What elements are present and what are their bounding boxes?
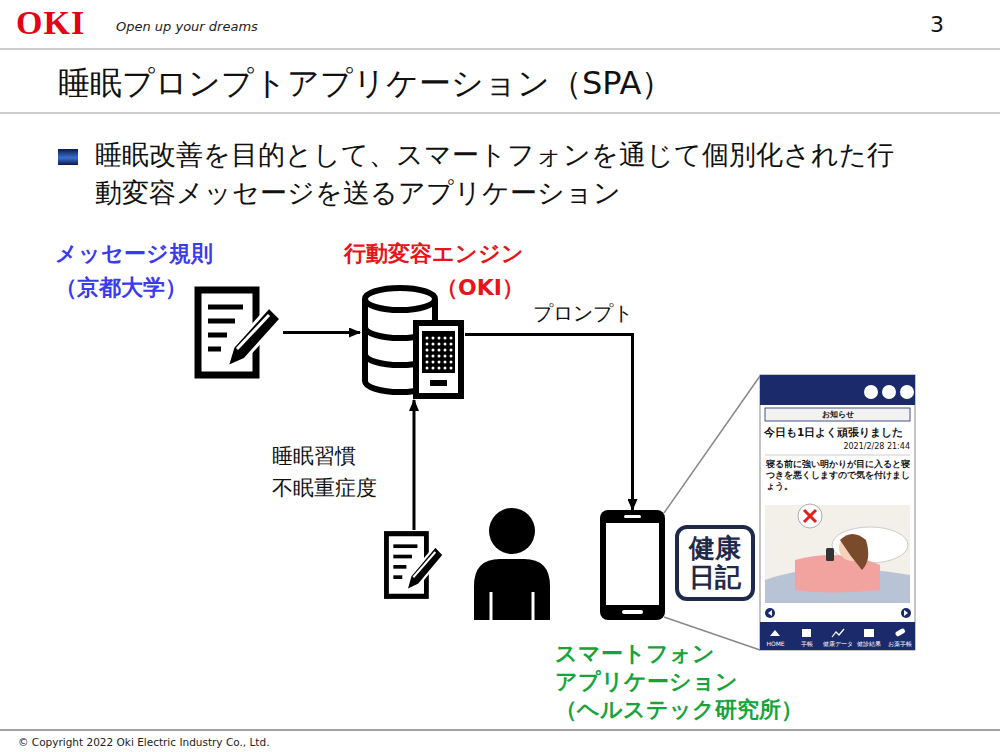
connector-arrow xyxy=(413,400,416,530)
screen-header: お知らせ xyxy=(765,409,910,420)
person-icon xyxy=(474,508,550,620)
slide-title: 睡眠プロンプトアプリケーション（SPA） xyxy=(58,62,673,106)
connector-label: 睡眠習慣 不眠重症度 xyxy=(272,440,392,504)
footer-rule xyxy=(0,730,1000,731)
connector-arrow xyxy=(465,334,633,510)
page-number: 3 xyxy=(930,12,944,37)
zoom-leader-line xyxy=(664,376,760,513)
server-database-icon xyxy=(360,285,465,400)
header-rule xyxy=(0,49,1000,50)
slogan: Open up your dreams xyxy=(116,19,258,34)
connector-arrow xyxy=(283,331,360,334)
behavior-change-engine: 行動変容エンジン （OKI） xyxy=(360,285,465,400)
node-label: 行動変容エンジン （OKI） xyxy=(324,237,524,305)
bullet-square xyxy=(58,149,78,165)
document-icon xyxy=(193,285,283,380)
logo-text: OKI xyxy=(16,4,85,42)
nav-label: 健康データ xyxy=(822,640,853,649)
node-label: メッセージ規則 （京都大学） xyxy=(55,237,290,305)
smartphone-app: スマートフォン アプリケーション （ヘルステック研究所） xyxy=(600,510,665,620)
nav-label: お薬手帳 xyxy=(884,640,915,649)
document-icon xyxy=(383,530,445,600)
copyright: © Copyright 2022 Oki Electric Industry C… xyxy=(18,736,269,748)
node-label: スマートフォン アプリケーション （ヘルステック研究所） xyxy=(555,640,805,724)
health-diary-badge: 健康 日記 xyxy=(675,525,755,601)
bullet-text: 睡眠改善を目的として、スマートフォンを通じて個別化された行動変容メッセージを送る… xyxy=(95,136,895,212)
node-label: 健康 日記 xyxy=(679,534,751,592)
title-rule xyxy=(0,113,1000,114)
nav-label: HOME xyxy=(760,640,791,647)
screen-heading: 今日も1日よく頑張りました xyxy=(764,426,914,440)
screen-message: 寝る前に強い明かりが目に入ると寝つきを悪くしますので気を付けましょう。 xyxy=(766,459,910,492)
message-rules: メッセージ規則 （京都大学） xyxy=(193,285,283,380)
connector-label: プロンプト xyxy=(533,300,633,327)
screen-date: 2021/2/28 21:44 xyxy=(764,442,910,451)
smartphone-icon xyxy=(600,510,665,620)
nav-label: 手帳 xyxy=(791,640,822,649)
nav-label: 健診結果 xyxy=(853,640,884,649)
user-questionnaire xyxy=(383,530,445,600)
app-screenshot xyxy=(760,375,915,650)
